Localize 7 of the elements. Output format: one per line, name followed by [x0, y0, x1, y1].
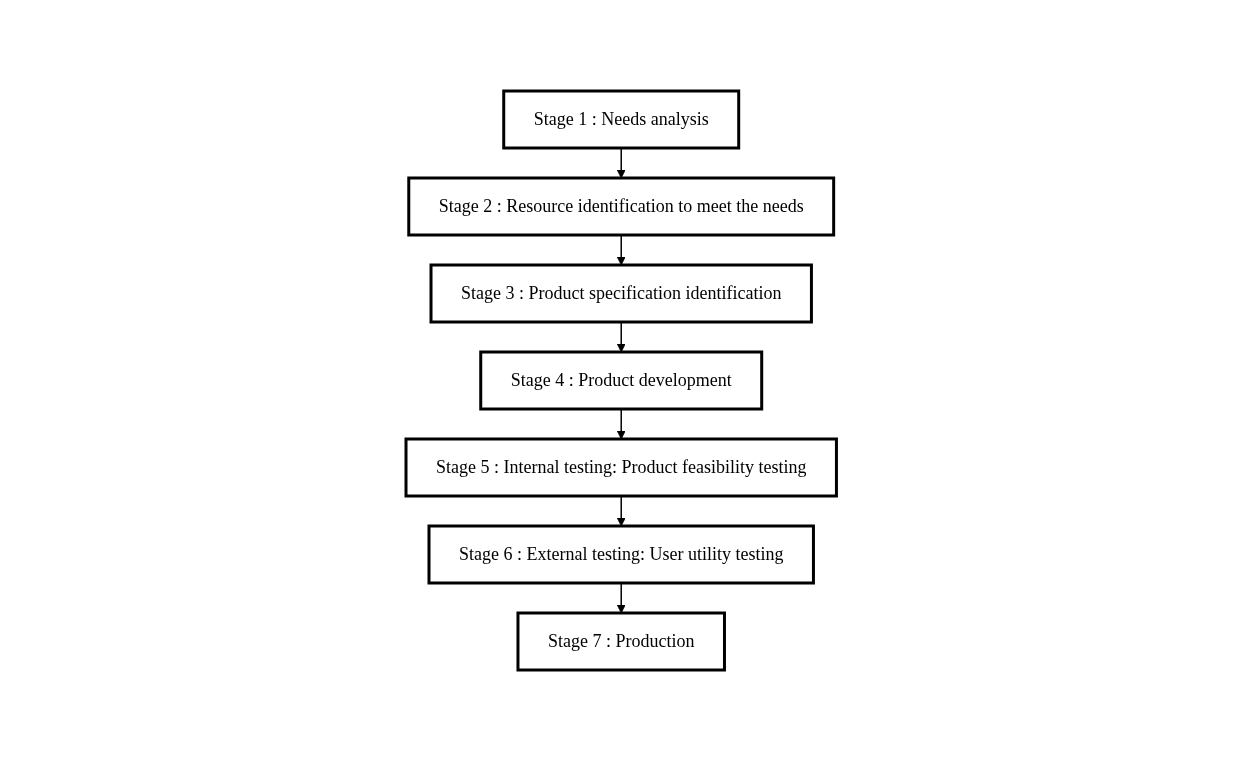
node-box: Stage 4 : Product development [479, 350, 763, 410]
node-box: Stage 6 : External testing: User utility testing [427, 524, 815, 584]
node-box: Stage 3 : Product specification identification [429, 263, 813, 323]
node-box: Stage 1 : Needs analysis [502, 89, 740, 149]
node-box: Stage 5 : Internal testing: Product feasibility testing [404, 437, 838, 497]
node-box: Stage 7 : Production [516, 611, 726, 671]
node-box: Stage 2 : Resource identification to meet the needs [407, 176, 835, 236]
